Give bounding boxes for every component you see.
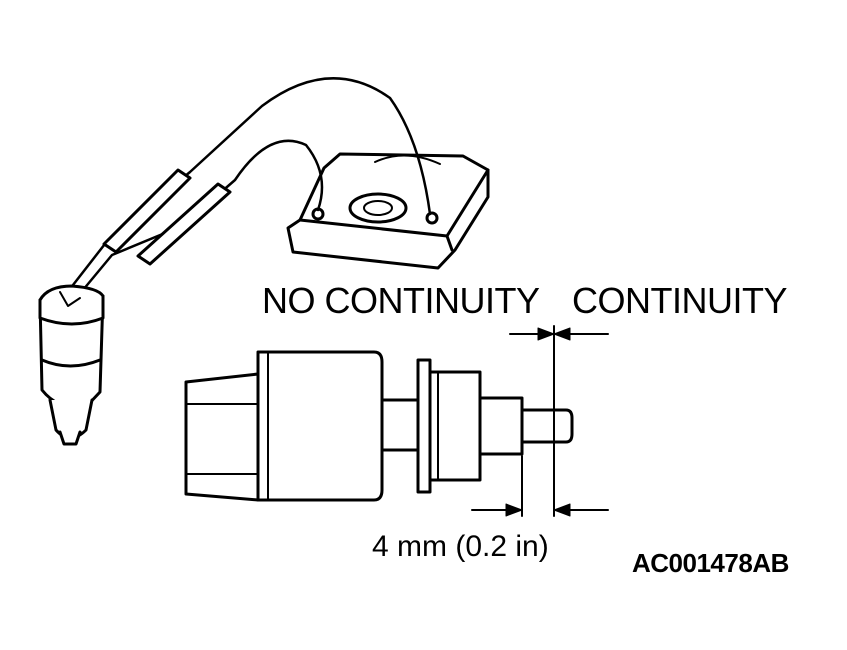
test-lead-left: [64, 77, 432, 298]
dimension-arrowheads: [505, 327, 571, 517]
arrow-right-icon: [537, 327, 555, 341]
continuity-label: CONTINUITY: [572, 280, 788, 321]
arrow-right-icon: [505, 503, 523, 517]
no-continuity-label: NO CONTINUITY: [262, 280, 540, 321]
arrow-left-icon: [553, 503, 571, 517]
arrow-left-icon: [553, 327, 571, 341]
meter-dial-icon: [374, 154, 441, 165]
test-probe-left: [102, 168, 232, 266]
figure-code-label: AC001478AB: [632, 548, 789, 578]
tested-switch: [38, 284, 105, 446]
ohmmeter-knob-icon: [348, 192, 408, 224]
dimension-lines: [471, 325, 609, 517]
ohmmeter: [286, 152, 490, 270]
switch-side-view: [184, 350, 574, 502]
dimension-label: 4 mm (0.2 in): [372, 530, 549, 563]
